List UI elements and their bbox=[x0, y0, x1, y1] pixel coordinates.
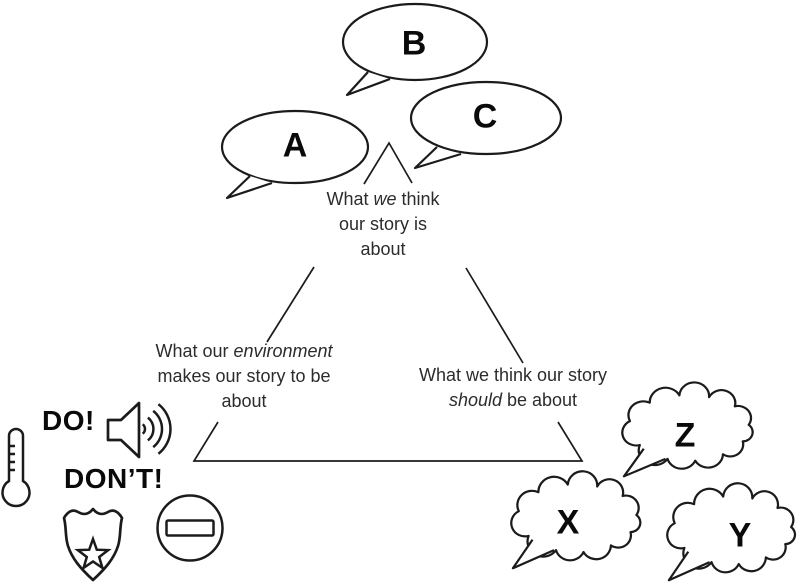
label-line: should be about bbox=[388, 388, 638, 413]
label-text: think bbox=[396, 189, 440, 209]
label-line: What we think our story bbox=[418, 365, 608, 385]
speech-bubble-b bbox=[341, 2, 489, 97]
triangle-label-top: What we think our story is about bbox=[283, 187, 483, 262]
label-text: be about bbox=[501, 390, 578, 410]
thought-cloud-z bbox=[621, 381, 754, 478]
label-text-italic: environment bbox=[233, 341, 333, 361]
speech-bubble-c bbox=[409, 80, 563, 170]
speaker-icon bbox=[106, 401, 172, 459]
cloud-z-label: Z bbox=[674, 416, 696, 455]
bubble-b-label: B bbox=[401, 24, 427, 63]
triangle-left-side bbox=[266, 266, 315, 343]
label-line: What we think bbox=[283, 187, 483, 212]
speech-bubble-a bbox=[220, 109, 370, 200]
label-line: What our environment bbox=[124, 339, 364, 364]
triangle-outline bbox=[192, 141, 584, 462]
triangle-label-left: What our environment makes our story to … bbox=[124, 339, 364, 414]
cloud-x-label: X bbox=[556, 503, 580, 542]
do-callout: DO! bbox=[42, 405, 95, 436]
thought-cloud-x bbox=[510, 470, 642, 570]
label-line: makes our story to be bbox=[157, 366, 331, 386]
triangle-base bbox=[192, 421, 584, 462]
bubble-c-label: C bbox=[472, 97, 498, 136]
label-line: about bbox=[221, 391, 267, 411]
triangle-apex-corner bbox=[363, 141, 413, 185]
cloud-y-label: Y bbox=[728, 516, 752, 555]
triangle-label-right: What we think our story should be about bbox=[388, 363, 638, 413]
label-text: What our bbox=[155, 341, 234, 361]
dont-callout: DON’T! bbox=[64, 463, 164, 494]
label-line: our story is bbox=[338, 214, 428, 234]
label-line: about bbox=[360, 239, 406, 259]
label-text-italic: should bbox=[448, 390, 502, 410]
thought-cloud-y bbox=[666, 482, 797, 582]
no-entry-icon bbox=[156, 494, 224, 562]
police-badge-icon bbox=[62, 507, 124, 582]
triangle-right-side bbox=[465, 267, 524, 364]
thermometer-icon bbox=[1, 427, 31, 508]
label-text-italic: we bbox=[373, 189, 397, 209]
bubble-a-label: A bbox=[282, 126, 308, 165]
label-text: What bbox=[326, 189, 374, 209]
